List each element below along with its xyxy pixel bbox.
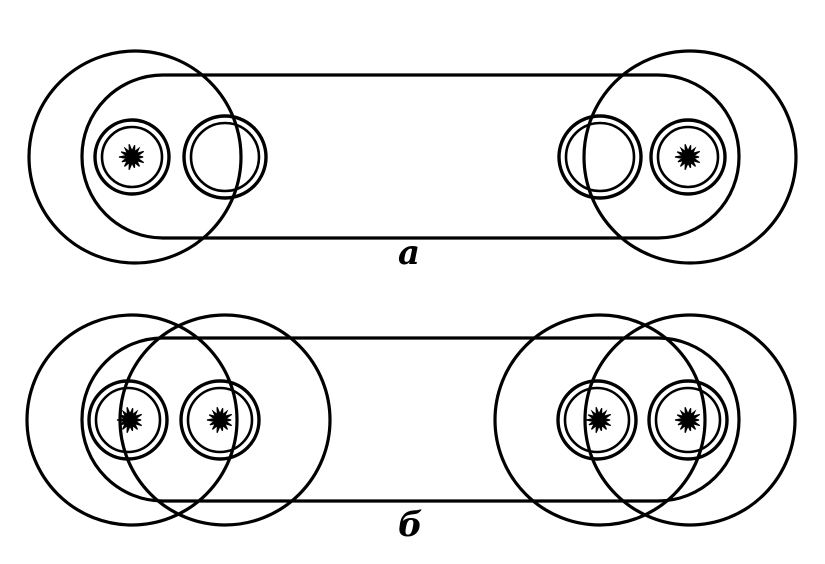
panel-b-ring-4-inner [654,386,722,454]
panel-a-right-star-icon [674,144,701,170]
panel-b-ring-2-inner [186,386,254,454]
panel-b-star-3-icon [585,407,612,433]
panel-a-left-empty-ring-inner [189,121,261,193]
panel-b-star-1-icon [116,407,143,433]
panel-a-stadium-outline [80,73,741,240]
panel-b-label: б [398,505,423,545]
panel-b-ring-4-outer [647,379,729,461]
panel-a-left-source-ring-outer [93,118,171,196]
panel-a-right-empty-ring-outer [557,114,643,200]
panel-a-left-empty-ring-outer [182,114,268,200]
panel-b-ring-1-outer [87,379,169,461]
panel-b-stadium-outline [80,336,741,503]
panel-b-ring-2-outer [179,379,261,461]
panel-b-star-2-icon [206,407,233,433]
panel-b-right-large-circle-2 [583,313,797,527]
panel-a [27,49,798,265]
panel-a-left-source-ring-inner [100,125,164,189]
panel-b-left-large-circle-1 [25,313,239,527]
panel-b-right-large-circle-1 [493,313,707,527]
panel-a-label: а [398,233,421,273]
panel-b-ring-3-outer [556,379,638,461]
panel-a-right-source-ring-inner [656,125,720,189]
panel-a-left-star-icon [118,144,145,170]
panel-b-star-4-icon [674,407,701,433]
panel-b-ring-3-inner [563,386,631,454]
panel-a-right-empty-ring-inner [564,121,636,193]
panel-b-ring-1-inner [94,386,162,454]
panel-a-right-large-circle [582,49,798,265]
panel-a-left-large-circle [27,49,243,265]
panel-a-right-source-ring-outer [649,118,727,196]
panel-b [25,313,797,527]
